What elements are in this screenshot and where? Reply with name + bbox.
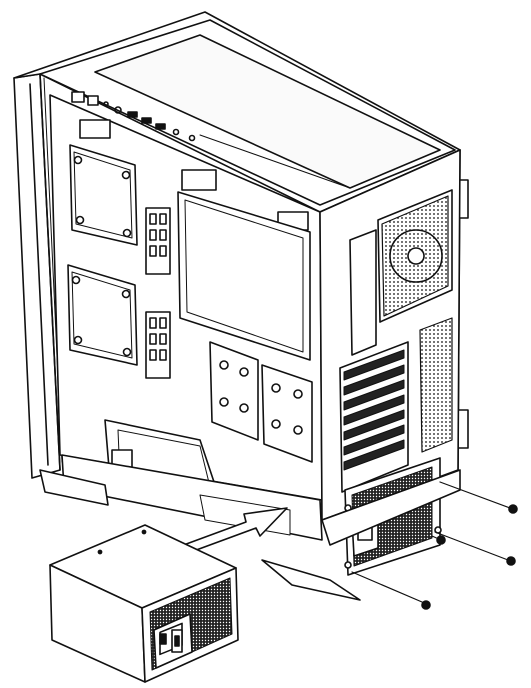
screw: [434, 531, 516, 566]
screw: [439, 481, 518, 514]
cable-cutouts: [145, 207, 171, 379]
pc-case: [13, 11, 469, 601]
front-io-buttons: [71, 91, 196, 142]
motherboard-standoff-plates: [67, 144, 138, 366]
ssd-brackets: [209, 341, 313, 463]
case-rear-panel: [319, 149, 461, 576]
screw-group: [351, 481, 518, 610]
rear-fan: [377, 189, 453, 323]
case-top-panel: [13, 11, 461, 213]
power-supply: [49, 524, 239, 683]
expansion-slots: [339, 341, 409, 493]
psu-ac-socket: [153, 613, 193, 669]
screw: [431, 535, 446, 545]
screw: [351, 571, 431, 610]
cpu-cutout: [177, 191, 311, 361]
